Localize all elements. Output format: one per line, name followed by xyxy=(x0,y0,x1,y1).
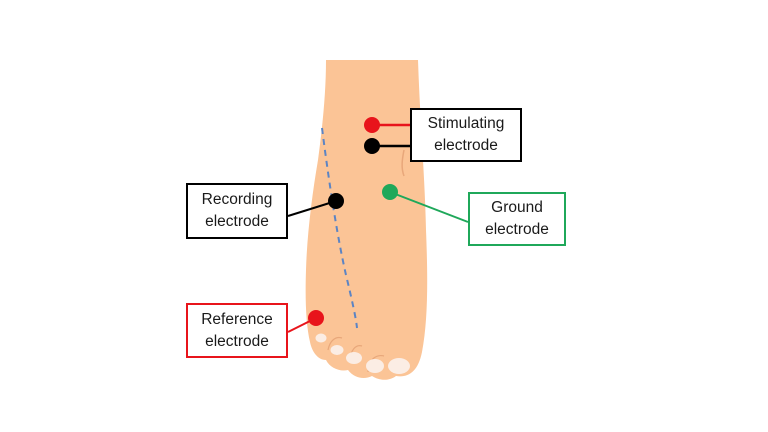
ankle-contour xyxy=(401,149,405,177)
recording-label-line1: Recording xyxy=(201,191,273,208)
toenail xyxy=(366,359,384,373)
stimulating-electrode-label: Stimulating electrode xyxy=(410,108,522,162)
stimulating-label-line1: Stimulating xyxy=(427,115,505,132)
nerve-path-dashed-line xyxy=(321,127,358,329)
reference-electrode-label: Reference electrode xyxy=(186,303,288,358)
ground-label-line1: Ground xyxy=(491,199,543,216)
stimulating-anode-electrode-icon xyxy=(364,117,380,133)
ground-connector xyxy=(389,191,469,223)
stimulating-cathode-electrode-icon xyxy=(364,138,380,154)
toenail xyxy=(388,358,410,374)
recording-label-line2: electrode xyxy=(205,213,269,230)
recording-electrode-label: Recording electrode xyxy=(186,183,288,239)
stimulating-label-line2: electrode xyxy=(434,137,498,154)
reference-electrode-icon xyxy=(308,310,324,326)
ground-electrode-icon xyxy=(382,184,398,200)
reference-label-line1: Reference xyxy=(201,310,273,328)
recording-electrode-icon xyxy=(328,193,344,209)
toenail xyxy=(315,333,327,343)
recording-connector xyxy=(287,200,337,217)
toenail xyxy=(346,352,362,364)
reference-label-line2: electrode xyxy=(205,332,269,350)
toenail xyxy=(330,345,344,355)
foot-illustration xyxy=(305,60,428,380)
ground-label-line2: electrode xyxy=(485,221,549,238)
ground-electrode-label: Ground electrode xyxy=(468,192,566,246)
